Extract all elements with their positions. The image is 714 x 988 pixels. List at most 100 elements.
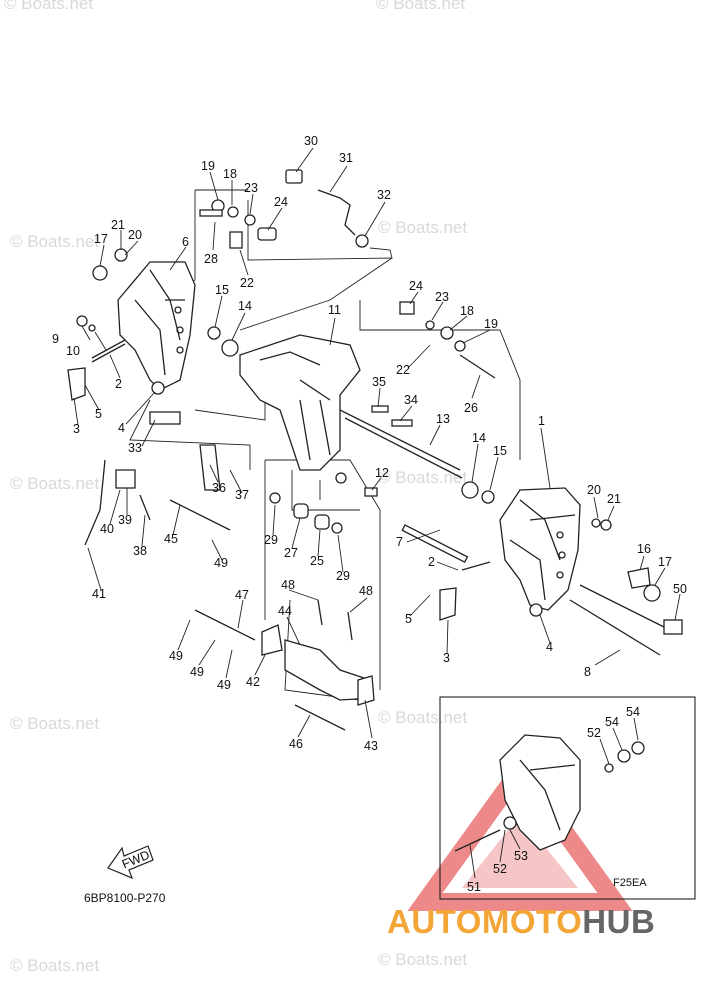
callout-17: 17 xyxy=(94,232,108,246)
callout-48: 48 xyxy=(281,578,295,592)
callout-36: 36 xyxy=(212,481,226,495)
callout-49b: 49 xyxy=(169,649,183,663)
callout-19b: 19 xyxy=(484,317,498,331)
inset-bracket xyxy=(454,734,645,852)
watermark-center-right: © Boats.net xyxy=(378,468,468,487)
inset-variant-label: F25EA xyxy=(613,877,647,889)
callout-45: 45 xyxy=(164,532,178,546)
watermark-top-left: © Boats.net xyxy=(4,0,94,13)
callout-51: 51 xyxy=(467,880,481,894)
callout-2: 2 xyxy=(115,377,122,391)
callout-8: 8 xyxy=(584,665,591,679)
callout-54b: 54 xyxy=(626,705,640,719)
brand-logo: AUTOMOTOHUB xyxy=(387,903,655,941)
left-clamp-bracket xyxy=(117,261,196,391)
watermark-low-right: © Boats.net xyxy=(378,708,468,727)
rod-47 xyxy=(194,609,256,641)
callout-3b: 3 xyxy=(443,651,450,665)
callout-31: 31 xyxy=(339,151,353,165)
callout-18b: 18 xyxy=(460,304,474,318)
callout-6: 6 xyxy=(182,235,189,249)
callout-15: 15 xyxy=(215,283,229,297)
callout-49d: 49 xyxy=(217,678,231,692)
callout-3: 3 xyxy=(73,422,80,436)
brand-part2: HUB xyxy=(582,903,656,940)
callout-34: 34 xyxy=(404,393,418,407)
callout-labels: 1 2 2 3 3 4 4 5 5 6 7 8 9 10 11 12 13 14… xyxy=(52,134,687,894)
callout-49c: 49 xyxy=(190,665,204,679)
callout-43: 43 xyxy=(364,739,378,753)
callout-41: 41 xyxy=(92,587,106,601)
callout-22b: 22 xyxy=(396,363,410,377)
leader-lines xyxy=(73,147,681,879)
callout-37: 37 xyxy=(235,488,249,502)
callout-13: 13 xyxy=(436,412,450,426)
callout-17b: 17 xyxy=(658,555,672,569)
callout-35: 35 xyxy=(372,375,386,389)
callout-23: 23 xyxy=(244,181,258,195)
callout-15b: 15 xyxy=(493,444,507,458)
callout-48b: 48 xyxy=(359,584,373,598)
watermark-mid-left: © Boats.net xyxy=(10,232,100,251)
watermark-bottom-left: © Boats.net xyxy=(10,956,100,975)
callout-28: 28 xyxy=(204,252,218,266)
right-clamp-bracket xyxy=(499,487,581,611)
callout-20: 20 xyxy=(128,228,142,242)
callout-25: 25 xyxy=(310,554,324,568)
inset-frame xyxy=(439,696,696,900)
callout-27: 27 xyxy=(284,546,298,560)
callout-2b: 2 xyxy=(428,555,435,569)
callout-20b: 20 xyxy=(587,483,601,497)
callout-4b: 4 xyxy=(546,640,553,654)
pin-7 xyxy=(401,524,469,563)
watermark-center-left: © Boats.net xyxy=(10,474,100,493)
callout-52: 52 xyxy=(587,726,601,740)
callout-33: 33 xyxy=(128,441,142,455)
callout-47: 47 xyxy=(235,588,249,602)
callout-4: 4 xyxy=(118,421,125,435)
callout-54: 54 xyxy=(605,715,619,729)
watermark-low-left: © Boats.net xyxy=(10,714,100,733)
callout-12: 12 xyxy=(375,466,389,480)
callout-49: 49 xyxy=(214,556,228,570)
rod-26 xyxy=(459,354,496,379)
callout-32: 32 xyxy=(377,188,391,202)
brand-part1: AUTOMOTO xyxy=(387,903,583,940)
rod-46 xyxy=(294,704,346,731)
callout-50: 50 xyxy=(673,582,687,596)
callout-29: 29 xyxy=(264,533,278,547)
rod-45 xyxy=(169,499,231,531)
callout-16: 16 xyxy=(637,542,651,556)
callout-53: 53 xyxy=(514,849,528,863)
fwd-arrow: FWD xyxy=(107,845,154,880)
callout-30: 30 xyxy=(304,134,318,148)
callout-44: 44 xyxy=(278,604,292,618)
callout-9: 9 xyxy=(52,332,59,346)
callout-46: 46 xyxy=(289,737,303,751)
callout-19: 19 xyxy=(201,159,215,173)
callout-1: 1 xyxy=(538,414,545,428)
fwd-label: FWD xyxy=(120,848,152,872)
callout-39: 39 xyxy=(118,513,132,527)
rod-8 xyxy=(569,599,661,656)
callout-14: 14 xyxy=(238,299,252,313)
callout-24: 24 xyxy=(274,195,288,209)
callout-29b: 29 xyxy=(336,569,350,583)
callout-23b: 23 xyxy=(435,290,449,304)
watermark-mid-right: © Boats.net xyxy=(378,218,468,237)
callout-24b: 24 xyxy=(409,279,423,293)
callout-18: 18 xyxy=(223,167,237,181)
rod-50 xyxy=(579,584,671,631)
callout-42: 42 xyxy=(246,675,260,689)
callout-21b: 21 xyxy=(607,492,621,506)
callout-14b: 14 xyxy=(472,431,486,445)
watermark-top-right: © Boats.net xyxy=(376,0,466,13)
callout-40: 40 xyxy=(100,522,114,536)
callout-11: 11 xyxy=(328,303,341,317)
callout-22: 22 xyxy=(240,276,254,290)
shaft-13 xyxy=(339,409,461,471)
callout-21: 21 xyxy=(111,218,125,232)
callout-26: 26 xyxy=(464,401,478,415)
callout-5b: 5 xyxy=(405,612,412,626)
